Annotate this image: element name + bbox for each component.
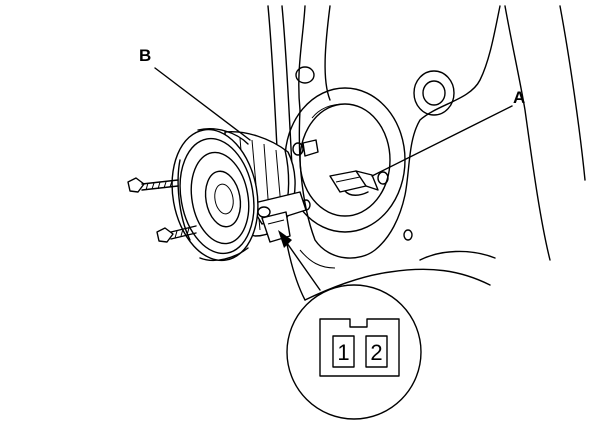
callout-label-connector: A	[513, 88, 525, 107]
door-panel	[267, 5, 586, 301]
leader-line-connector	[371, 105, 513, 177]
callout-label-speaker: B	[139, 46, 151, 65]
leader-line-speaker	[154, 67, 251, 141]
connector-arrow-shaft	[281, 235, 321, 291]
pin-label-1: 1	[337, 340, 349, 365]
harness-connector	[329, 170, 379, 196]
pin-cell-2	[365, 335, 388, 368]
pin-cell-1	[332, 335, 355, 368]
speaker-assembly	[171, 128, 307, 262]
connector-face	[319, 318, 400, 377]
pin-label-2: 2	[370, 340, 382, 365]
mounting-screw-lower	[156, 225, 197, 243]
connector-arrow-head	[278, 230, 292, 248]
connector-detail: 1 2	[286, 284, 422, 420]
mounting-screw-upper	[127, 177, 179, 193]
leader-lines	[154, 67, 513, 291]
